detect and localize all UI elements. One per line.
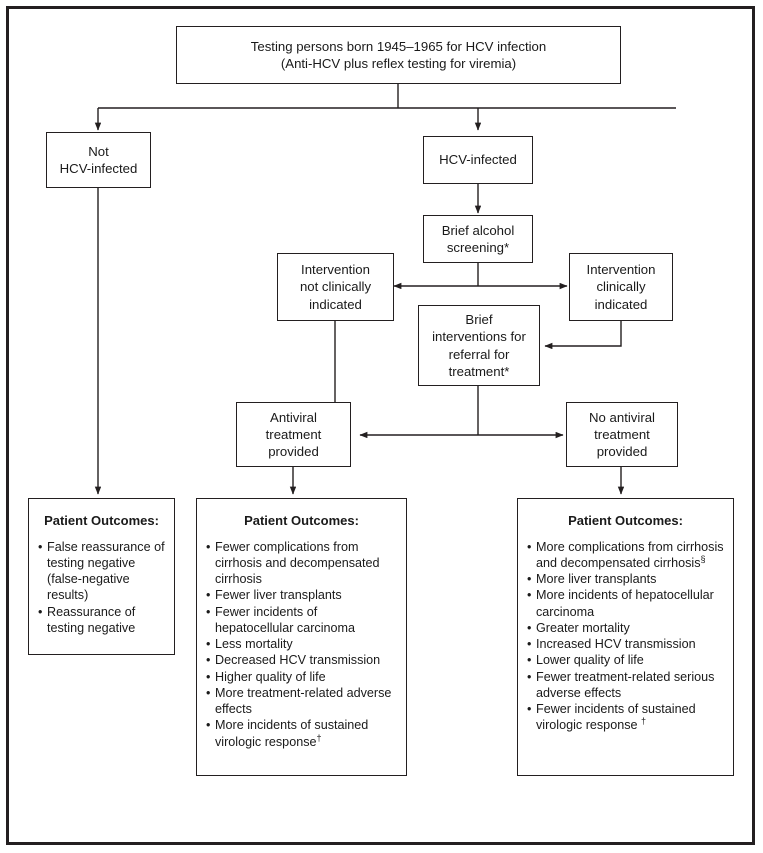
outcome-item: Less mortality	[206, 636, 397, 652]
outcome-item: Lower quality of life	[527, 652, 724, 668]
outcomes-title-treated: Patient Outcomes:	[244, 513, 359, 528]
node-hcv-infected[interactable]: HCV-infected	[423, 136, 533, 184]
node-testing-label: Testing persons born 1945–1965 for HCV i…	[250, 38, 547, 71]
outcome-item: Fewer incidents of sustained virologic r…	[527, 701, 724, 733]
node-intervention-clinically-indicated[interactable]: Intervention clinically indicated	[569, 253, 673, 321]
outcome-item: Fewer complications from cirrhosis and d…	[206, 539, 397, 588]
outcomes-box-untreated[interactable]: Patient Outcomes: More complications fro…	[517, 498, 734, 776]
node-no-antiviral-treatment-provided-label: No antiviral treatment provided	[589, 409, 655, 460]
outcome-item: More liver transplants	[527, 571, 724, 587]
node-no-antiviral-treatment-provided[interactable]: No antiviral treatment provided	[566, 402, 678, 467]
outcome-item: Reassurance of testing negative	[38, 604, 165, 636]
outcomes-list-not-infected: False reassurance of testing negative (f…	[38, 539, 165, 636]
outcome-item: False reassurance of testing negative (f…	[38, 539, 165, 604]
outcomes-list-untreated: More complications from cirrhosis and de…	[527, 539, 724, 734]
outcome-item: Fewer incidents of hepatocellular carcin…	[206, 604, 397, 636]
node-intervention-not-clinically-indicated[interactable]: Intervention not clinically indicated	[277, 253, 394, 321]
node-antiviral-treatment-provided-label: Antiviral treatment provided	[265, 409, 322, 460]
outcome-item: Greater mortality	[527, 620, 724, 636]
outcomes-box-not-infected[interactable]: Patient Outcomes: False reassurance of t…	[28, 498, 175, 655]
outcome-item: Decreased HCV transmission	[206, 652, 397, 668]
node-hcv-infected-label: HCV-infected	[439, 152, 517, 168]
outcomes-title-untreated: Patient Outcomes:	[568, 513, 683, 528]
node-intervention-not-clinically-indicated-label: Intervention not clinically indicated	[299, 262, 372, 312]
outcomes-box-treated[interactable]: Patient Outcomes: Fewer complications fr…	[196, 498, 407, 776]
node-testing[interactable]: Testing persons born 1945–1965 for HCV i…	[176, 26, 621, 84]
outcome-item: Increased HCV transmission	[527, 636, 724, 652]
outcome-item: Fewer liver transplants	[206, 587, 397, 603]
outcome-item: More treatment-related adverse effects	[206, 685, 397, 717]
node-not-hcv-infected[interactable]: Not HCV-infected	[46, 132, 151, 188]
outcome-item: More complications from cirrhosis and de…	[527, 539, 724, 571]
figure-outer-frame	[6, 6, 755, 845]
node-brief-alcohol-screening[interactable]: Brief alcohol screening*	[423, 215, 533, 263]
outcomes-title-not-infected: Patient Outcomes:	[44, 513, 159, 528]
node-brief-alcohol-screening-label: Brief alcohol screening*	[441, 222, 515, 255]
node-not-hcv-infected-label: Not HCV-infected	[59, 143, 138, 176]
node-brief-interventions-referral-label: Brief interventions for referral for tre…	[432, 312, 526, 379]
outcomes-list-treated: Fewer complications from cirrhosis and d…	[206, 539, 397, 750]
outcome-item: Higher quality of life	[206, 669, 397, 685]
outcome-item: More incidents of hepatocellular carcino…	[527, 587, 724, 619]
outcome-item: Fewer treatment-related serious adverse …	[527, 669, 724, 701]
node-antiviral-treatment-provided[interactable]: Antiviral treatment provided	[236, 402, 351, 467]
node-brief-interventions-referral[interactable]: Brief interventions for referral for tre…	[418, 305, 540, 386]
node-intervention-clinically-indicated-label: Intervention clinically indicated	[586, 262, 656, 312]
outcome-item: More incidents of sustained virologic re…	[206, 717, 397, 749]
